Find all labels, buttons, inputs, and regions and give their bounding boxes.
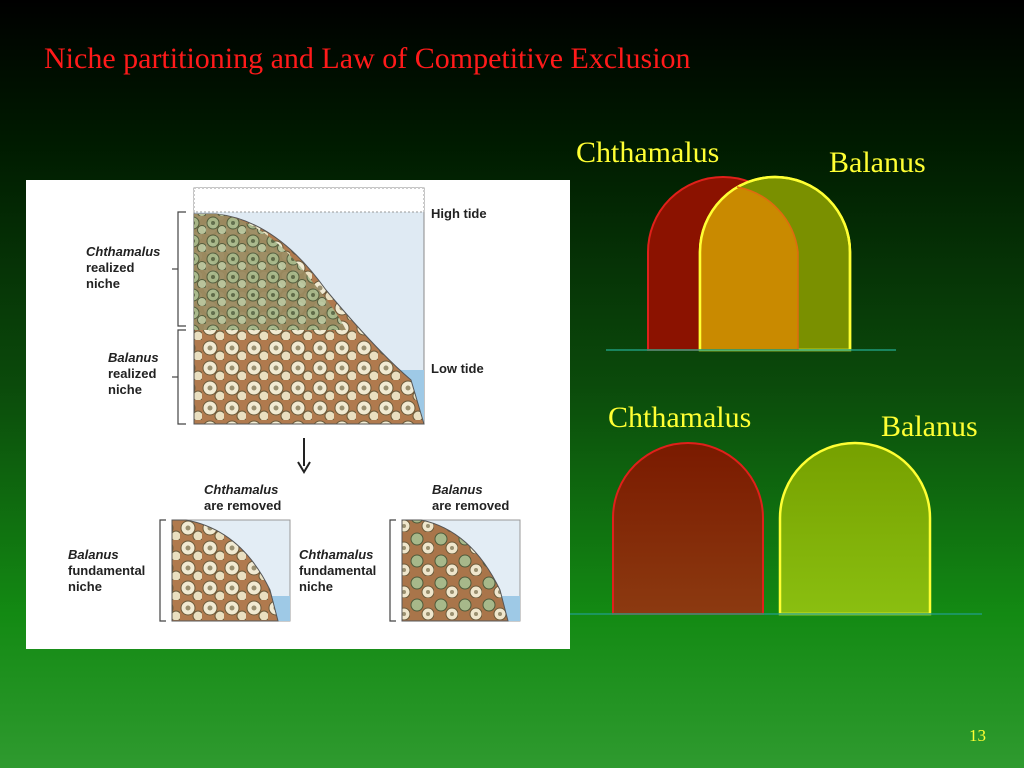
slide-title: Niche partitioning and Law of Competitiv… (44, 42, 691, 75)
bottom-chthamalus-label: Chthamalus (608, 401, 752, 434)
top-chthamalus-label: Chthamalus (576, 136, 720, 169)
low-tide-label: Low tide (431, 361, 484, 376)
top-overlap-region (699, 187, 798, 350)
high-tide-label: High tide (431, 206, 487, 221)
top-balanus-label: Balanus (829, 146, 926, 179)
bottom-balanus-arch (778, 441, 932, 616)
bottom-balanus-label: Balanus (881, 410, 978, 443)
zonation-illustration (159, 187, 521, 622)
slide-number: 13 (969, 726, 986, 745)
bottom-chthamalus-arch (612, 442, 764, 615)
